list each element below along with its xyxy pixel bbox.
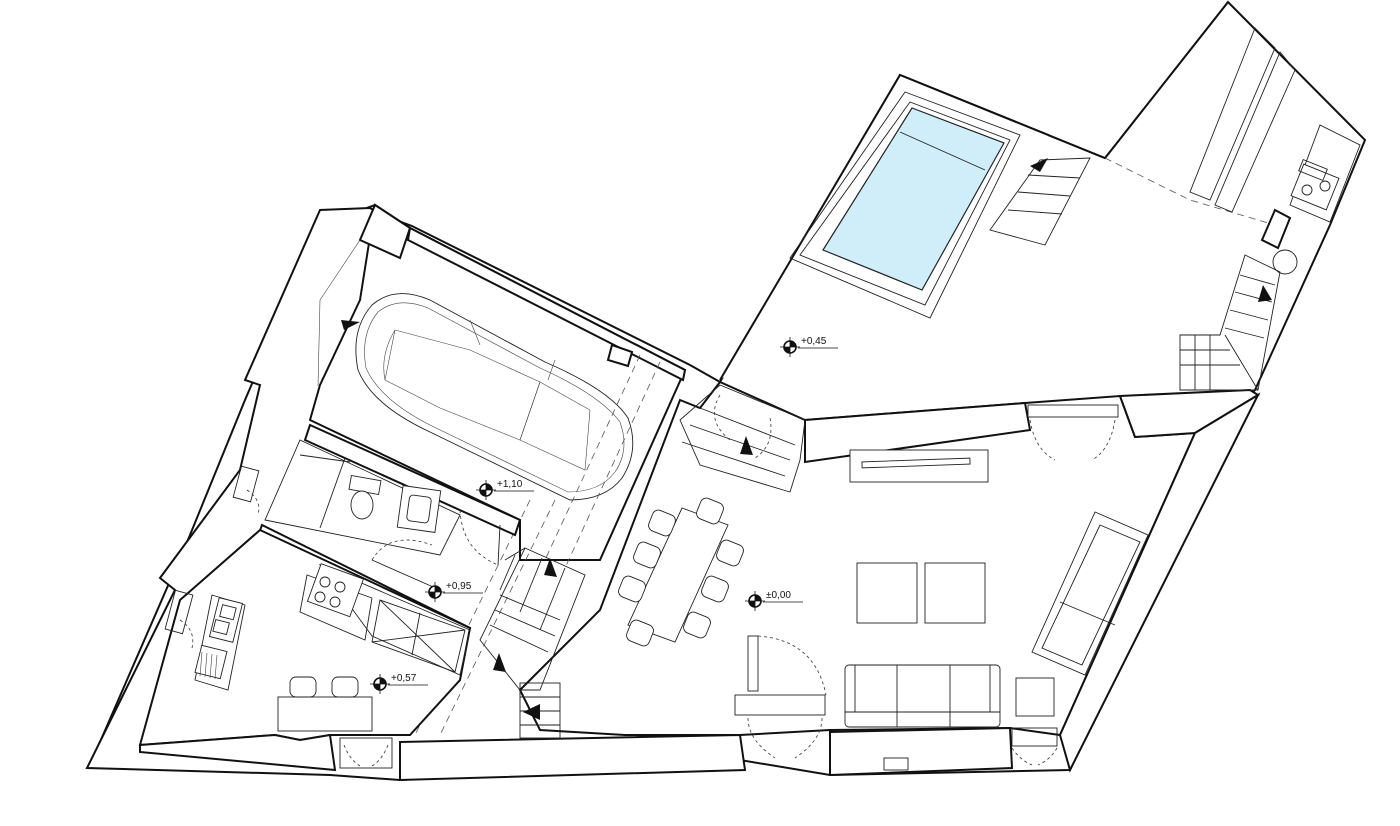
pool-terrace [719,1,1361,391]
level-marker-kitchen: +0,57 [370,673,428,694]
kitchen-sink-icon [194,597,244,680]
swimming-pool [822,107,1005,291]
living-room [399,380,1261,782]
triangle-arrow-icon [1258,285,1272,302]
dining-table [618,497,744,647]
level-label: +1,10 [497,479,523,490]
crosshair-circle-icon [370,674,390,694]
stair-arrows [341,158,1272,720]
garage [308,203,687,736]
outdoor-sink-icon [1290,158,1340,211]
crosshair-circle-icon [476,480,496,500]
central-stairs [479,547,586,739]
level-marker-garage: +1,10 [476,479,534,500]
level-marker-living: ±0,00 [745,590,803,611]
level-label: +0,95 [446,581,472,592]
kitchen-island [277,676,373,732]
triangle-arrow-icon [523,704,540,720]
west-openings [164,465,909,771]
level-marker-bathroom-hall: +0,95 [425,581,483,602]
car-outline [355,293,634,501]
level-markers: +0,45 +1,10 +0,95 ±0,00 +0,57 [370,336,838,694]
crosshair-circle-icon [745,591,765,611]
terrace-stairs [1179,254,1281,391]
cooktop-icon [306,563,365,618]
crosshair-circle-icon [425,582,445,602]
toilet-icon [348,474,382,520]
crosshair-circle-icon [780,337,800,357]
level-marker-pool-terrace: +0,45 [780,336,838,357]
triangle-arrow-icon [1030,158,1048,172]
level-label: ±0,00 [766,590,791,601]
triangle-arrow-icon [544,558,557,577]
kitchen [138,528,472,772]
triangle-arrow-icon [740,436,753,455]
entry-steps [679,384,806,493]
plant-pot-icon [1272,249,1298,275]
level-label: +0,57 [391,673,417,684]
triangle-arrow-icon [493,653,506,672]
level-label: +0,45 [801,336,827,347]
sofa-right [1031,511,1149,676]
living-furniture [618,404,1149,766]
sink-icon [396,485,442,533]
sofa [844,664,1001,728]
triangle-arrow-icon [341,320,360,330]
